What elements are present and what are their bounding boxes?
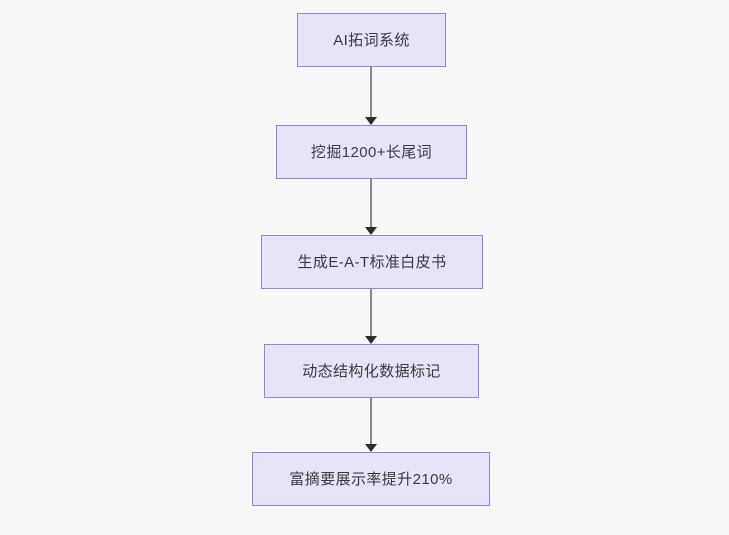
edge-n3-n4 (363, 289, 379, 344)
flow-node-label: AI拓词系统 (333, 31, 410, 49)
edge-line (370, 179, 372, 228)
edge-n4-n5 (363, 398, 379, 452)
arrowhead-icon (365, 227, 377, 235)
edge-line (370, 398, 372, 445)
edge-n2-n3 (363, 179, 379, 235)
flow-node-rich-snippet-uplift[interactable]: 富摘要展示率提升210% (252, 452, 490, 506)
arrowhead-icon (365, 336, 377, 344)
flow-node-label: 生成E-A-T标准白皮书 (297, 253, 447, 271)
flow-node-label: 动态结构化数据标记 (302, 362, 441, 380)
flow-node-ai-keyword-system[interactable]: AI拓词系统 (297, 13, 446, 67)
edge-line (370, 289, 372, 337)
flow-node-generate-eat-whitepaper[interactable]: 生成E-A-T标准白皮书 (261, 235, 483, 289)
flow-node-dynamic-structured-data[interactable]: 动态结构化数据标记 (264, 344, 479, 398)
flow-node-mine-longtail-keywords[interactable]: 挖掘1200+长尾词 (276, 125, 467, 179)
flow-node-label: 富摘要展示率提升210% (289, 470, 453, 488)
arrowhead-icon (365, 117, 377, 125)
arrowhead-icon (365, 444, 377, 452)
edge-line (370, 67, 372, 118)
flow-node-label: 挖掘1200+长尾词 (310, 143, 433, 161)
edge-n1-n2 (363, 67, 379, 125)
